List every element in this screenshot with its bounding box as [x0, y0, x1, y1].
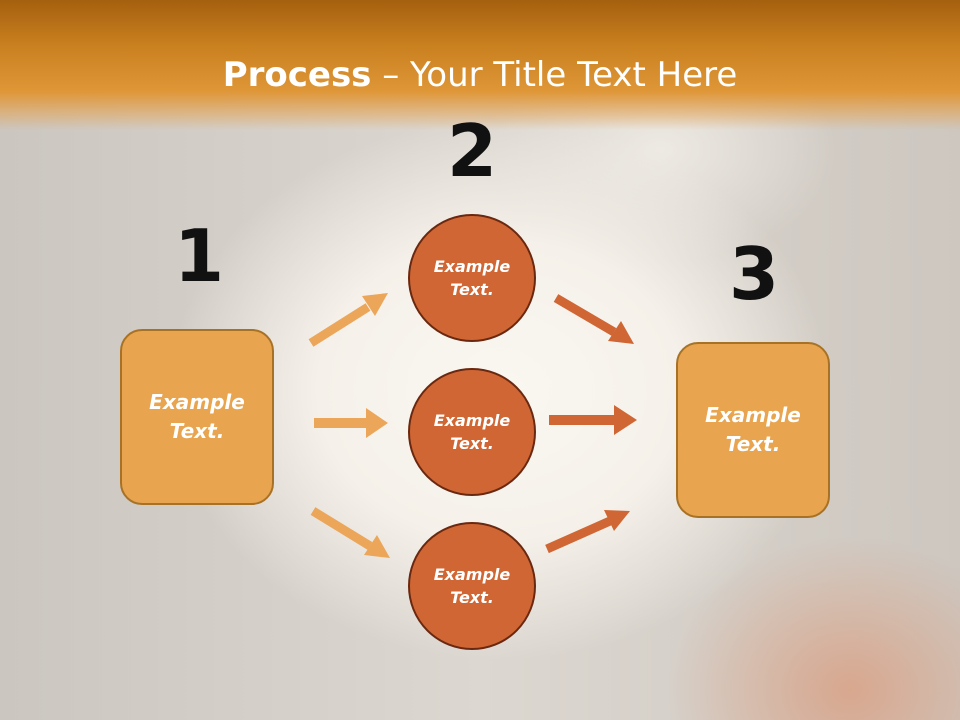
slide-title: Process – Your Title Text Here	[0, 52, 960, 98]
left-box: Example Text.	[120, 329, 274, 505]
arrow-bottom-to-right	[545, 510, 630, 554]
arrow-left-to-bottom	[310, 507, 390, 558]
step-number-3: 3	[728, 232, 780, 316]
circle-bottom: Example Text.	[408, 522, 536, 650]
title-bar	[0, 0, 960, 130]
arrow-top-to-right	[553, 294, 634, 344]
title-rest: – Your Title Text Here	[371, 55, 738, 95]
circle-middle: Example Text.	[408, 368, 536, 496]
arrow-left-to-top	[308, 293, 388, 347]
right-box: Example Text.	[676, 342, 830, 518]
arrow-middle-to-right	[549, 405, 637, 435]
circle-top: Example Text.	[408, 214, 536, 342]
title-bold: Process	[222, 55, 372, 95]
arrow-left-to-middle	[314, 408, 388, 438]
step-number-1: 1	[173, 214, 225, 298]
left-arrows	[308, 293, 390, 558]
right-arrows	[545, 294, 637, 554]
step-number-2: 2	[446, 109, 498, 193]
